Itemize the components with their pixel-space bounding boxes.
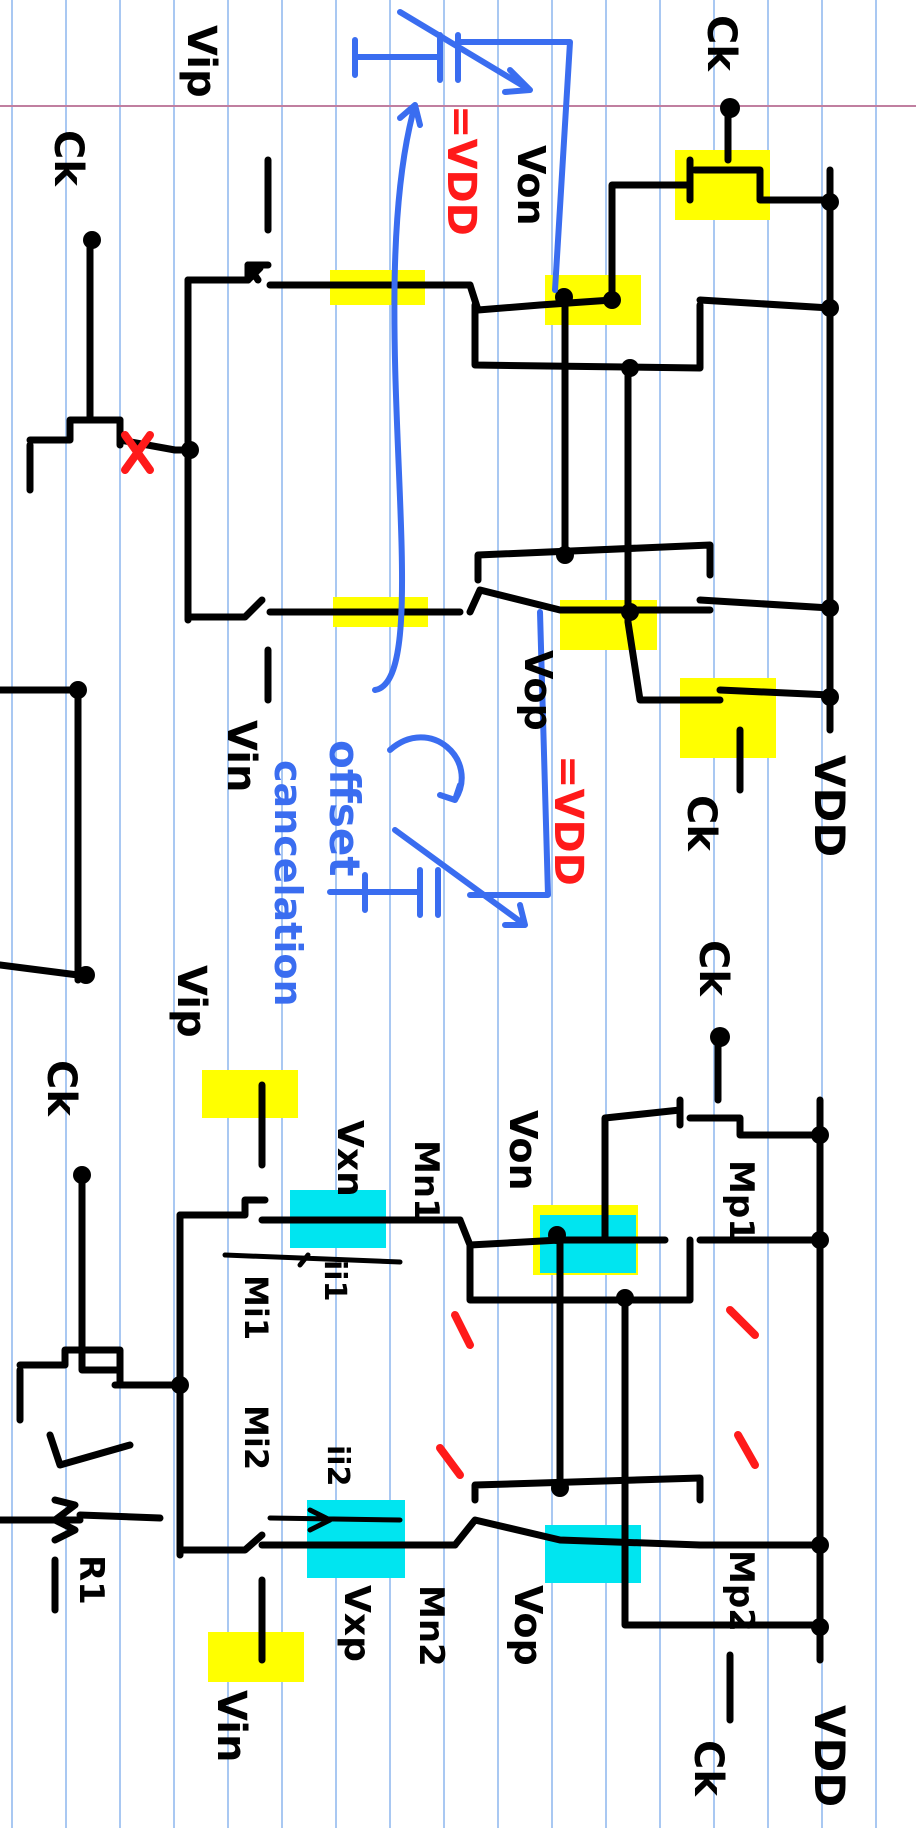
top-vop-label: Vop	[516, 650, 560, 731]
bottom-ck-top-label: Ck	[690, 940, 736, 997]
top-eq-vdd-upper-label: =VDD	[438, 105, 484, 236]
bottom-vxn-label: Vxn	[329, 1120, 370, 1197]
top-vin-label: Vin	[218, 720, 264, 792]
bottom-mi1-label: Mi1	[237, 1275, 275, 1340]
bottom-ck-left-label: Ck	[38, 1060, 84, 1117]
bottom-vin-label: Vin	[208, 1690, 254, 1762]
cyan-highlights	[290, 1190, 641, 1583]
top-ck-left-label: Ck	[45, 130, 91, 187]
bottom-r1-label: R1	[71, 1555, 111, 1605]
offset-note-line2: cancelation	[266, 760, 310, 1007]
top-ck-bottom-label: Ck	[678, 795, 724, 852]
bottom-mn2-label: Mn2	[411, 1585, 451, 1667]
top-circuit-wiring	[0, 106, 834, 984]
top-circuit-labels: Ck Ck Ck Vip Vin Von Vop VDD =VDD =VDD o…	[45, 15, 854, 1007]
bottom-vdd-label: VDD	[805, 1705, 854, 1807]
top-ck-top-label: Ck	[698, 15, 744, 72]
top-vip-label: Vip	[178, 25, 224, 98]
bottom-circuit-wiring	[0, 1036, 824, 1724]
offset-note-line1: offset	[320, 740, 369, 876]
bottom-ck-bottom-label: Ck	[685, 1740, 731, 1797]
bottom-mp2-label: Mp2	[721, 1550, 761, 1632]
bottom-ii2-label: ii2	[320, 1445, 355, 1486]
top-eq-vdd-lower-label: =VDD	[545, 755, 591, 886]
bottom-vip-label: Vip	[168, 965, 214, 1038]
top-circuit-nodes	[69, 98, 839, 984]
bottom-circuit-nodes	[73, 1027, 829, 1636]
top-von-label: Von	[509, 145, 553, 226]
bottom-vxp-label: Vxp	[336, 1585, 377, 1662]
bottom-mp1-label: Mp1	[721, 1160, 761, 1242]
bottom-circuit-labels: Ck Ck Ck Vip Vin Vxn Vxp Von Vop VDD Mn1…	[38, 940, 854, 1807]
bottom-mn1-label: Mn1	[406, 1140, 446, 1222]
bottom-von-label: Von	[501, 1110, 545, 1191]
offset-cancelation-annotation	[327, 9, 573, 928]
top-red-x	[121, 431, 154, 474]
bottom-vop-label: Vop	[506, 1585, 550, 1666]
bottom-mi2-label: Mi2	[237, 1405, 275, 1470]
top-vdd-label: VDD	[805, 755, 854, 857]
bottom-red-marks	[436, 1306, 759, 1479]
bottom-ii1-label: ii1	[317, 1260, 352, 1301]
